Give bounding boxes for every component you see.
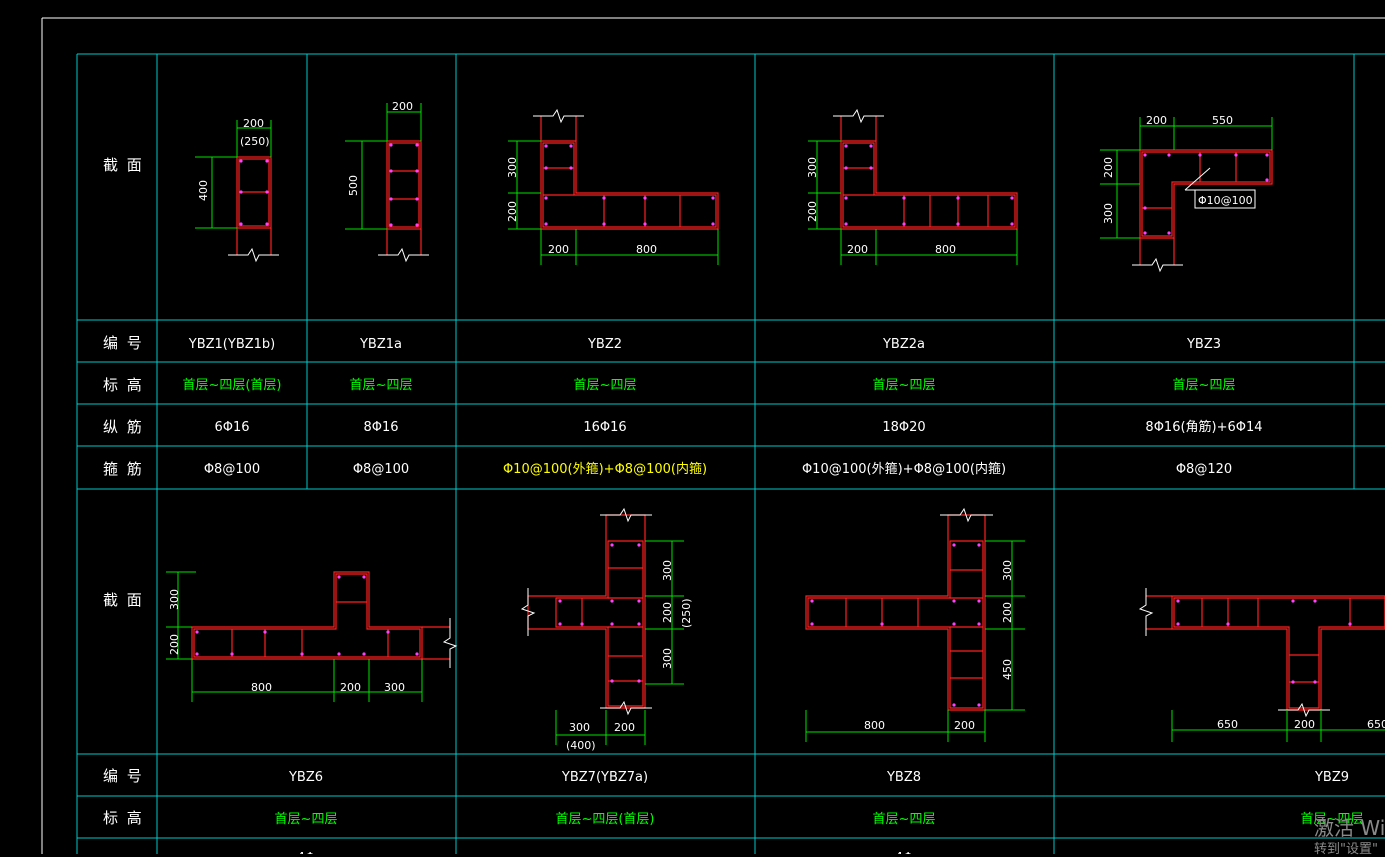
cell-long-bar-partial: 4Φ xyxy=(895,851,914,854)
section-ybz3: 200 550 200 300 Φ10@100 xyxy=(1100,114,1273,273)
dim-label: 200 xyxy=(168,634,181,655)
cell-elevation: 首层~四层 xyxy=(350,378,413,393)
dim-label: 200 xyxy=(506,201,519,222)
dim-label: 300 xyxy=(661,648,674,669)
dim-label: (250) xyxy=(680,598,693,628)
dim-label: 300 xyxy=(661,560,674,581)
header-stirrup: 箍 筋 xyxy=(103,460,144,478)
cell-long-bar: 6Φ16 xyxy=(214,420,249,435)
header-long-bar: 纵 筋 xyxy=(103,418,144,436)
dim-label: 800 xyxy=(864,719,885,732)
cell-id: YBZ2 xyxy=(587,337,622,352)
header-section-lower: 截 面 xyxy=(103,591,144,609)
header-elevation-lower: 标 高 xyxy=(103,809,144,827)
cell-elevation: 首层~四层 xyxy=(1173,378,1236,393)
cell-elevation: 首层~四层(首层) xyxy=(555,812,654,827)
header-number-lower: 编 号 xyxy=(103,767,144,785)
dim-label: 300 xyxy=(384,681,405,694)
cell-elevation: 首层~四层 xyxy=(873,812,936,827)
dim-label: 300 xyxy=(506,157,519,178)
cell-id: YBZ2a xyxy=(882,337,925,352)
section-ybz6: 300 200 800 200 300 xyxy=(166,571,458,702)
cell-long-bar: 16Φ16 xyxy=(583,420,626,435)
section-ybz1a: 200 500 xyxy=(345,100,429,263)
cell-id: YBZ9 xyxy=(1314,770,1349,785)
cell-long-bar: 8Φ16 xyxy=(363,420,398,435)
dim-label: 200 xyxy=(392,100,413,113)
row-headers-lower: 截 面 编 号 标 高 xyxy=(103,591,144,827)
cell-long-bar: 8Φ16(角筋)+6Φ14 xyxy=(1145,419,1262,435)
cell-stirrup: Φ8@100 xyxy=(353,462,409,477)
dim-label: (400) xyxy=(566,739,596,752)
cell-id: YBZ7(YBZ7a) xyxy=(561,770,648,785)
dim-label: 400 xyxy=(197,180,210,201)
header-section: 截 面 xyxy=(103,156,144,174)
section-ybz7: 300 200 (250) 300 300 (400) 200 xyxy=(520,507,693,752)
dim-label: 200 xyxy=(614,721,635,734)
cell-elevation: 首层~四层 xyxy=(275,812,338,827)
cell-stirrup: Φ10@100(外箍)+Φ8@100(内箍) xyxy=(503,461,707,477)
cell-stirrup: Φ10@100(外箍)+Φ8@100(内箍) xyxy=(802,461,1006,477)
dim-label: 800 xyxy=(251,681,272,694)
dim-label: 650 xyxy=(1367,718,1385,731)
dim-label: 200 xyxy=(1294,718,1315,731)
dim-label: 200 xyxy=(1102,157,1115,178)
dim-label: 800 xyxy=(935,243,956,256)
row-headers-upper: 截 面 编 号 标 高 纵 筋 箍 筋 xyxy=(103,156,144,478)
cell-id: YBZ1a xyxy=(359,337,402,352)
cell-long-bar: 18Φ20 xyxy=(882,420,925,435)
dim-label: 200 xyxy=(1146,114,1167,127)
dim-label: 450 xyxy=(1001,659,1014,680)
section-ybz9: 650 200 650 xyxy=(1138,588,1385,742)
cell-elevation: 首层~四层 xyxy=(1301,812,1364,827)
dim-label: 550 xyxy=(1212,114,1233,127)
section-ybz2a: 300 200 200 800 xyxy=(806,108,1018,265)
cell-long-bar-partial: 4Φ xyxy=(297,851,316,854)
upper-elevation-row: 首层~四层(首层) 首层~四层 首层~四层 首层~四层 首层~四层 xyxy=(182,378,1235,393)
section-ybz1: 200 (250) 400 xyxy=(195,117,279,263)
dim-label: 200 xyxy=(340,681,361,694)
table-grid xyxy=(76,53,1385,854)
cell-stirrup: Φ8@120 xyxy=(1176,462,1232,477)
dim-label: 200 xyxy=(661,602,674,623)
cell-elevation: 首层~四层 xyxy=(873,378,936,393)
cell-elevation: 首层~四层 xyxy=(574,378,637,393)
dim-label: 200 xyxy=(243,117,264,130)
lower-partial-row: 4Φ 4Φ xyxy=(297,851,914,854)
upper-stirrup-row: Φ8@100 Φ8@100 Φ10@100(外箍)+Φ8@100(内箍) Φ10… xyxy=(204,461,1232,477)
dim-label: 200 xyxy=(847,243,868,256)
cell-id: YBZ8 xyxy=(886,770,921,785)
dim-label: 300 xyxy=(806,157,819,178)
lower-elevation-row: 首层~四层 首层~四层(首层) 首层~四层 首层~四层 xyxy=(275,812,1364,827)
drawing-frame xyxy=(41,17,1385,854)
section-ybz8: 300 200 450 800 200 xyxy=(805,507,1025,742)
upper-number-row: YBZ1(YBZ1b) YBZ1a YBZ2 YBZ2a YBZ3 xyxy=(188,337,1221,352)
activation-watermark-sub: 转到"设置" xyxy=(1314,842,1378,857)
dim-label: 300 xyxy=(569,721,590,734)
activation-watermark: 激活 Wi xyxy=(1314,816,1385,840)
upper-long-bar-row: 6Φ16 8Φ16 16Φ16 18Φ20 8Φ16(角筋)+6Φ14 xyxy=(214,419,1262,435)
dim-label: 300 xyxy=(168,589,181,610)
header-elevation: 标 高 xyxy=(103,376,144,394)
stirrup-note: Φ10@100 xyxy=(1198,194,1253,207)
cell-id: YBZ6 xyxy=(288,770,323,785)
cell-id: YBZ3 xyxy=(1186,337,1221,352)
cell-elevation: 首层~四层(首层) xyxy=(182,378,281,393)
dim-label: 200 xyxy=(806,201,819,222)
dim-label: 650 xyxy=(1217,718,1238,731)
lower-number-row: YBZ6 YBZ7(YBZ7a) YBZ8 YBZ9 xyxy=(288,770,1349,785)
dim-label: 200 xyxy=(1001,602,1014,623)
dim-label: 300 xyxy=(1102,203,1115,224)
cell-id: YBZ1(YBZ1b) xyxy=(188,337,275,352)
cell-stirrup: Φ8@100 xyxy=(204,462,260,477)
dim-label: 300 xyxy=(1001,560,1014,581)
dim-label: 500 xyxy=(347,175,360,196)
dim-label: 200 xyxy=(548,243,569,256)
header-number: 编 号 xyxy=(103,334,144,352)
dim-label: (250) xyxy=(240,135,270,148)
dim-label: 200 xyxy=(954,719,975,732)
section-ybz2: 300 200 200 800 xyxy=(506,108,719,265)
dim-label: 800 xyxy=(636,243,657,256)
